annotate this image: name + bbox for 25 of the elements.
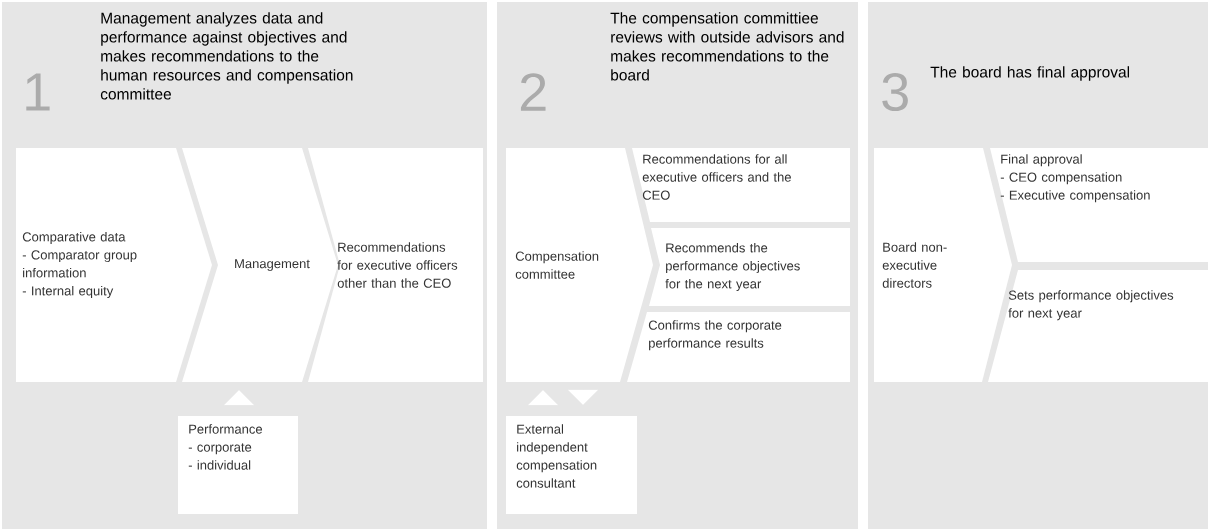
step-box: Recommendations for all executive officers and the CEO: [632, 148, 850, 222]
step-number: 3: [882, 72, 908, 112]
step-box: Sets performance objectives for next year: [988, 270, 1208, 382]
arrow: [528, 390, 558, 406]
step-box: Management: [182, 148, 338, 382]
arrow: [568, 389, 598, 405]
step-box: Recommends the performance objectives for the next year: [649, 228, 850, 306]
node-label: Comparative data: [22, 231, 126, 245]
node-label: - Comparator group information: [22, 250, 137, 278]
step-box: Confirms the corporate performance results: [627, 312, 850, 382]
node-label: Management: [235, 259, 310, 271]
node-label: Compensation committee: [515, 251, 599, 279]
arrow: [224, 390, 254, 406]
step-box: Comparative data - Comparator group information - Internal equity: [16, 148, 212, 382]
step-number: 2: [520, 73, 546, 111]
step-heading: The board has final approval: [930, 66, 1129, 81]
step-number: 1: [26, 73, 50, 111]
step-box: External independent compensation consultant: [506, 416, 637, 514]
step-box: Performance - corporate - individual: [178, 416, 298, 514]
step-box: Final approval - CEO compensation - Executive compensation: [990, 148, 1208, 262]
step-heading: The compensation committiee reviews with outside advisors and makes recommendations to the board: [610, 12, 844, 81]
node-label: Board non-executive directors: [882, 242, 947, 288]
node-label: Recommendations for executive officers other than the CEO: [337, 242, 458, 288]
node-label: - Internal equity: [22, 285, 114, 299]
step-heading: Management analyzes data and performance against objectives and makes recommendations to the human resources and compensation committee: [100, 12, 353, 100]
